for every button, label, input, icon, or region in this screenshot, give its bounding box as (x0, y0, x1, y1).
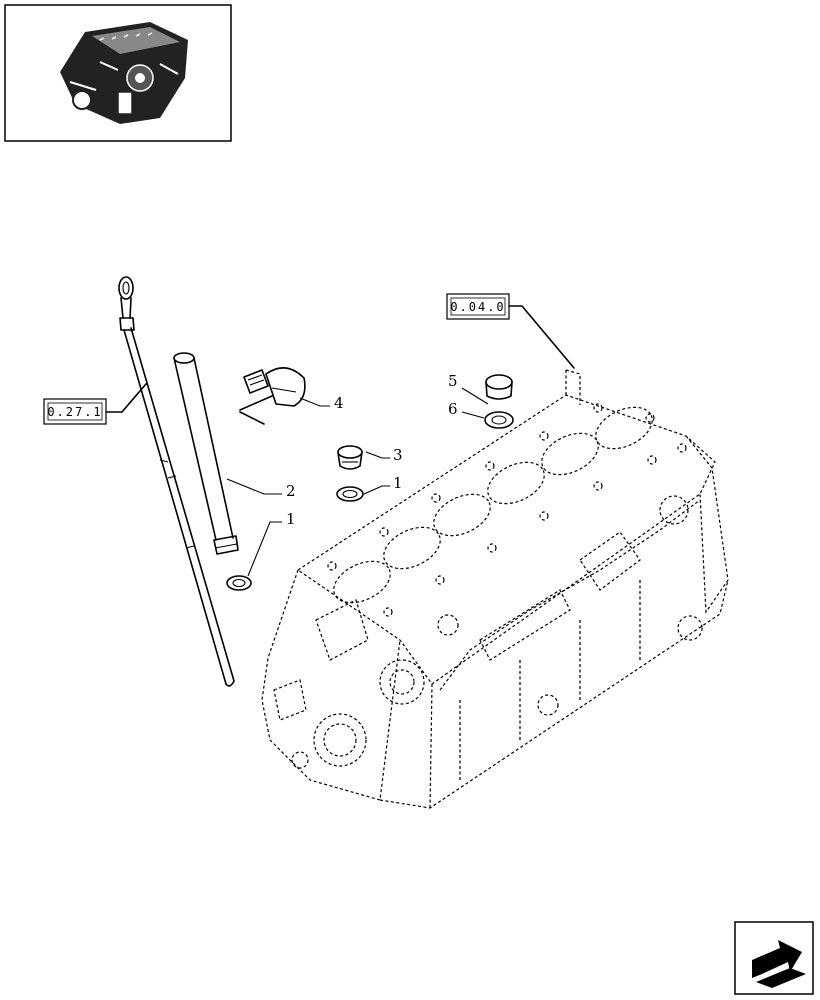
plug-3[interactable] (337, 445, 363, 470)
engine-block (261, 369, 729, 809)
engine-thumbnail-icon (60, 22, 188, 124)
cylinder-bores (333, 406, 653, 604)
dipstick-reference[interactable]: 0.27.1 (43, 383, 147, 425)
clamp-bolt[interactable] (239, 367, 306, 425)
callout-1-tube: 1 (286, 510, 296, 528)
next-page-button[interactable] (734, 921, 814, 995)
bolt-holes (327, 403, 687, 617)
engine-thumbnail[interactable] (4, 4, 232, 142)
callout-6: 6 (448, 400, 458, 418)
callout-2: 2 (286, 482, 296, 500)
plug-5[interactable] (485, 374, 513, 400)
block-reference[interactable]: 0.04.0 (446, 293, 575, 369)
callout-4: 4 (334, 394, 344, 412)
washer-tube[interactable] (226, 575, 252, 591)
next-page-arrow-icon (752, 940, 806, 988)
washer-3[interactable] (336, 486, 364, 502)
block-ref-label: 0.04.0 (450, 300, 505, 314)
washer-6[interactable] (484, 411, 514, 429)
callout-3: 3 (393, 446, 403, 464)
dipstick-tube[interactable] (173, 352, 239, 555)
callout-5: 5 (448, 372, 458, 390)
dipstick-ref-label: 0.27.1 (47, 405, 102, 419)
dipstick[interactable] (118, 276, 235, 687)
callouts: 2 1 4 3 1 5 6 (226, 372, 489, 577)
callout-1-plug: 1 (393, 474, 403, 492)
